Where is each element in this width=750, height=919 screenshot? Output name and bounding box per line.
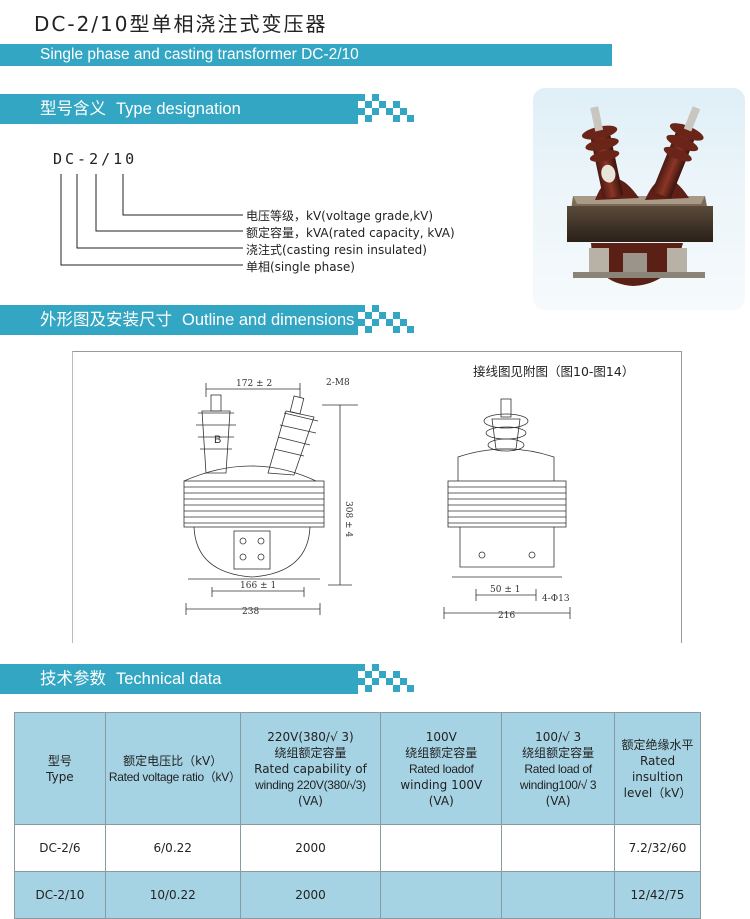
cell-100v-load — [380, 824, 503, 872]
transformer-illustration — [567, 106, 713, 286]
header-100v-load: 100V 绕组额定容量 Rated loadof winding 100V (V… — [380, 712, 503, 825]
cell-insulation-level: 12/42/75 — [614, 871, 701, 919]
dim-height: 308 ± 4 — [343, 501, 353, 537]
outline-drawing — [72, 351, 682, 643]
header-voltage-ratio: 额定电压比（kV） Rated voltage ratio（kV） — [104, 712, 241, 825]
terminal-mark: B — [214, 434, 221, 446]
designation-phase: 单相(single phase) — [246, 260, 355, 274]
section-zh: 外形图及安装尺寸 — [40, 310, 172, 329]
table-row: DC-2/10 10/0.22 2000 12/42/75 — [14, 871, 701, 919]
header-220v-capacity: 220V(380/√ 3) 绕组额定容量 Rated capability of… — [239, 712, 382, 825]
cell-220v-capacity: 2000 — [239, 824, 382, 872]
designation-leader-lines — [60, 174, 243, 266]
table-header-row: 型号 Type 额定电压比（kV） Rated voltage ratio（kV… — [14, 712, 701, 825]
section-en: Outline and dimensions — [182, 311, 355, 329]
section-zh: 技术参数 — [40, 669, 106, 688]
page-title: DC-2/10型单相浇注式变压器 — [34, 12, 328, 36]
section-zh: 型号含义 — [40, 99, 106, 118]
section-technical: 技术参数 Technical data — [0, 664, 358, 694]
section-type-designation: 型号含义 Type designation — [0, 94, 358, 124]
cell-100-root3-load — [501, 871, 616, 919]
cell-voltage-ratio: 6/0.22 — [104, 824, 241, 872]
cell-220v-capacity: 2000 — [239, 871, 382, 919]
technical-table: 型号 Type 额定电压比（kV） Rated voltage ratio（kV… — [14, 712, 701, 919]
cell-100v-load — [380, 871, 503, 919]
cell-insulation-level: 7.2/32/60 — [614, 824, 701, 872]
dim-base-inner-left: 166 ± 1 — [240, 581, 276, 591]
header-type: 型号 Type — [14, 712, 106, 825]
cell-voltage-ratio: 10/0.22 — [104, 871, 241, 919]
subtitle-bar: Single phase and casting transformer DC-… — [0, 44, 612, 66]
dim-top-span: 172 ± 2 — [236, 379, 272, 389]
section-outline: 外形图及安装尺寸 Outline and dimensions — [0, 305, 358, 335]
cell-type: DC-2/10 — [14, 871, 106, 919]
dim-slot: 4-Φ13 — [542, 594, 570, 604]
dim-base-inner-right: 50 ± 1 — [490, 585, 520, 595]
dimension-drawing: 172 ± 2 2-M8 308 ± 4 166 ± 1 238 50 ± 1 … — [183, 378, 571, 621]
table-row: DC-2/6 6/0.22 2000 7.2/32/60 — [14, 824, 701, 872]
designation-casting: 浇注式(casting resin insulated) — [246, 243, 427, 257]
dim-base-outer-left: 238 — [242, 607, 259, 617]
designation-capacity: 额定容量，kVA(rated capacity, kVA) — [246, 226, 455, 240]
wiring-note: 接线图见附图（图10-图14） — [473, 364, 635, 379]
designation-code: DC-2/10 — [53, 150, 138, 168]
dim-holes: 2-M8 — [326, 378, 350, 388]
product-photo — [533, 88, 745, 310]
designation-voltage: 电压等级，kV(voltage grade,kV) — [246, 209, 434, 223]
cell-type: DC-2/6 — [14, 824, 106, 872]
cell-100-root3-load — [501, 824, 616, 872]
header-insulation-level: 额定绝缘水平 Rated insultion level（kV） — [614, 712, 701, 825]
right-bushing — [267, 395, 319, 476]
header-100-root3-load: 100/√ 3 绕组额定容量 Rated load of winding100/… — [501, 712, 616, 825]
left-bushing — [196, 394, 236, 474]
dim-base-outer-right: 216 — [498, 611, 515, 621]
section-en: Type designation — [116, 100, 241, 118]
section-en: Technical data — [116, 670, 222, 688]
